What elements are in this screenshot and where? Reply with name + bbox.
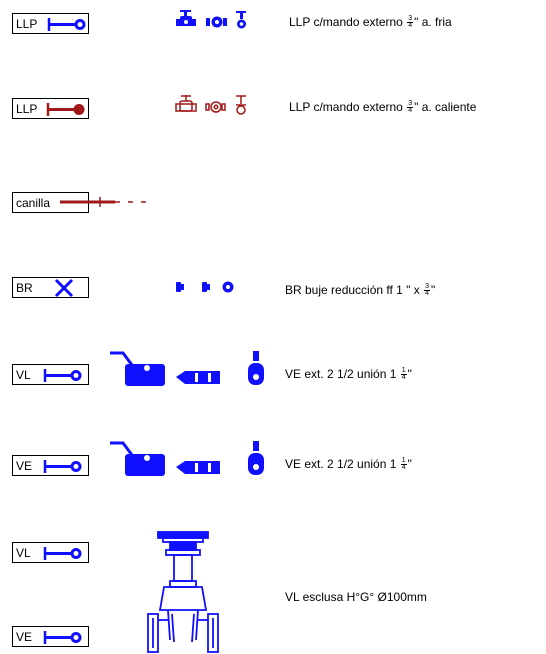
gate-valve-symbol-red-icon [46,103,85,116]
legend-box-vl: VL [12,364,89,385]
legend-box-ve-2: VE [12,626,89,647]
legend-label: BR [16,280,33,295]
ball-valve-views-icon [110,351,264,386]
legend-label: VL [16,545,31,560]
legend-label: VL [16,367,31,382]
llp-valve-views-red-icon [175,95,246,115]
gate-valve-symbol-icon [47,18,86,31]
legend-box-canilla: canilla [12,192,89,213]
gate-valve-symbol-icon [43,547,82,560]
gate-valve-symbol-icon [43,460,82,473]
llp-valve-views-blue-icon [176,10,246,29]
legend-label: VE [16,458,33,473]
bushing-views-icon [176,281,234,293]
sluice-gate-valve-icon [147,531,219,653]
gate-valve-description: VL esclusa H°G° Ø100mm [285,590,427,604]
legend-label: LLP [16,16,38,31]
legend-box-vl-2: VL [12,542,89,563]
legend-box-llp-hot: LLP [12,98,89,119]
legend-label: VE [16,629,33,644]
faucet-line-red-icon [60,197,152,207]
legend-box-br: BR [12,277,89,298]
x-icon [54,278,74,298]
gate-valve-symbol-icon [43,631,82,644]
legend-box-ve: VE [12,455,89,476]
legend-box-llp-cold: LLP [12,13,89,34]
ball-valve-views-icon [110,441,264,476]
gate-valve-symbol-icon [43,369,82,382]
legend-label: LLP [16,101,38,116]
legend-label: canilla [16,195,51,210]
